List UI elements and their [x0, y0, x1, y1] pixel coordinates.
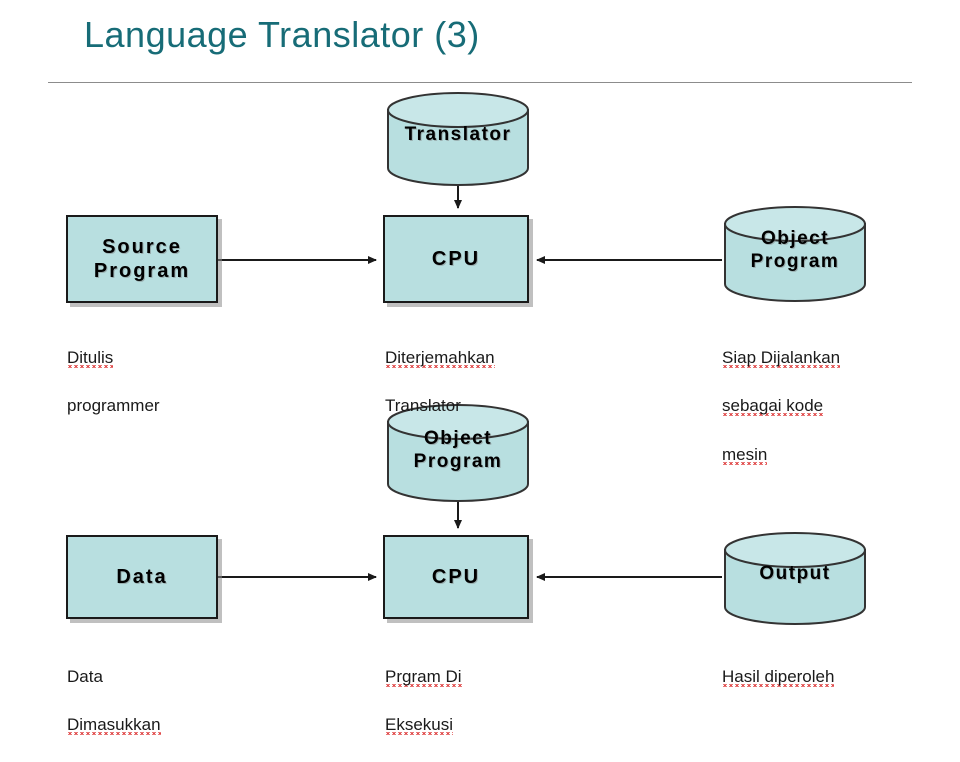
caption-cpu-bottom: Prgram Di Eksekusi [385, 641, 462, 762]
caption-cpu-bottom-line1: Prgram Di [385, 667, 462, 687]
caption-data: Data Dimasukkan [67, 641, 161, 762]
connector-layer [218, 186, 722, 581]
node-translator-label: Translator [404, 124, 512, 145]
cylinder-shape-icon [724, 532, 866, 625]
node-object-program-top[interactable]: Object Program [722, 206, 868, 302]
node-object-program-mid-label: Object Program [413, 428, 503, 472]
caption-data-line1: Data [67, 667, 103, 687]
caption-cpu-top: Diterjemahkan Translator [385, 322, 495, 443]
caption-data-line2: Dimasukkan [67, 715, 161, 735]
caption-source-line1: Ditulis [67, 348, 114, 368]
cylinder-shape-icon [387, 92, 529, 186]
node-output[interactable]: Output [722, 532, 868, 625]
node-cpu-top[interactable]: CPU [383, 215, 529, 303]
node-cpu-bottom-label: CPU [431, 565, 481, 588]
cylinder-shape-icon [387, 404, 529, 502]
node-data[interactable]: Data [66, 535, 218, 619]
caption-object-program-top: Siap Dijalankan sebagai kode mesin [722, 322, 841, 491]
caption-object-top-line3: mesin [722, 444, 768, 464]
node-data-label: Data [116, 565, 168, 588]
caption-object-top-line2: sebagai kode [722, 396, 824, 416]
node-cpu-bottom[interactable]: CPU [383, 535, 529, 619]
caption-output-line1: Hasil diperoleh [722, 667, 835, 687]
caption-source-line2: programmer [67, 396, 160, 416]
title-divider [48, 82, 912, 83]
node-output-label: Output [759, 563, 831, 584]
caption-cpu-top-line2: Translator [385, 396, 461, 416]
caption-object-top-line1: Siap Dijalankan [722, 348, 841, 368]
diagram-canvas: Translator Source Program CPU Object Pro… [66, 92, 868, 735]
caption-output: Hasil diperoleh [722, 641, 835, 713]
caption-cpu-bottom-line2: Eksekusi [385, 715, 454, 735]
cylinder-shape-icon [724, 206, 866, 302]
node-object-program-mid[interactable]: Object Program [385, 404, 531, 502]
node-source-program-label: Source Program [93, 235, 191, 282]
node-cpu-top-label: CPU [431, 247, 481, 270]
node-object-program-top-label: Object Program [750, 228, 840, 272]
page-title: Language Translator (3) [84, 14, 480, 55]
caption-source-program: Ditulis programmer [67, 322, 160, 443]
node-translator[interactable]: Translator [385, 92, 531, 186]
node-source-program[interactable]: Source Program [66, 215, 218, 303]
caption-cpu-top-line1: Diterjemahkan [385, 348, 495, 368]
